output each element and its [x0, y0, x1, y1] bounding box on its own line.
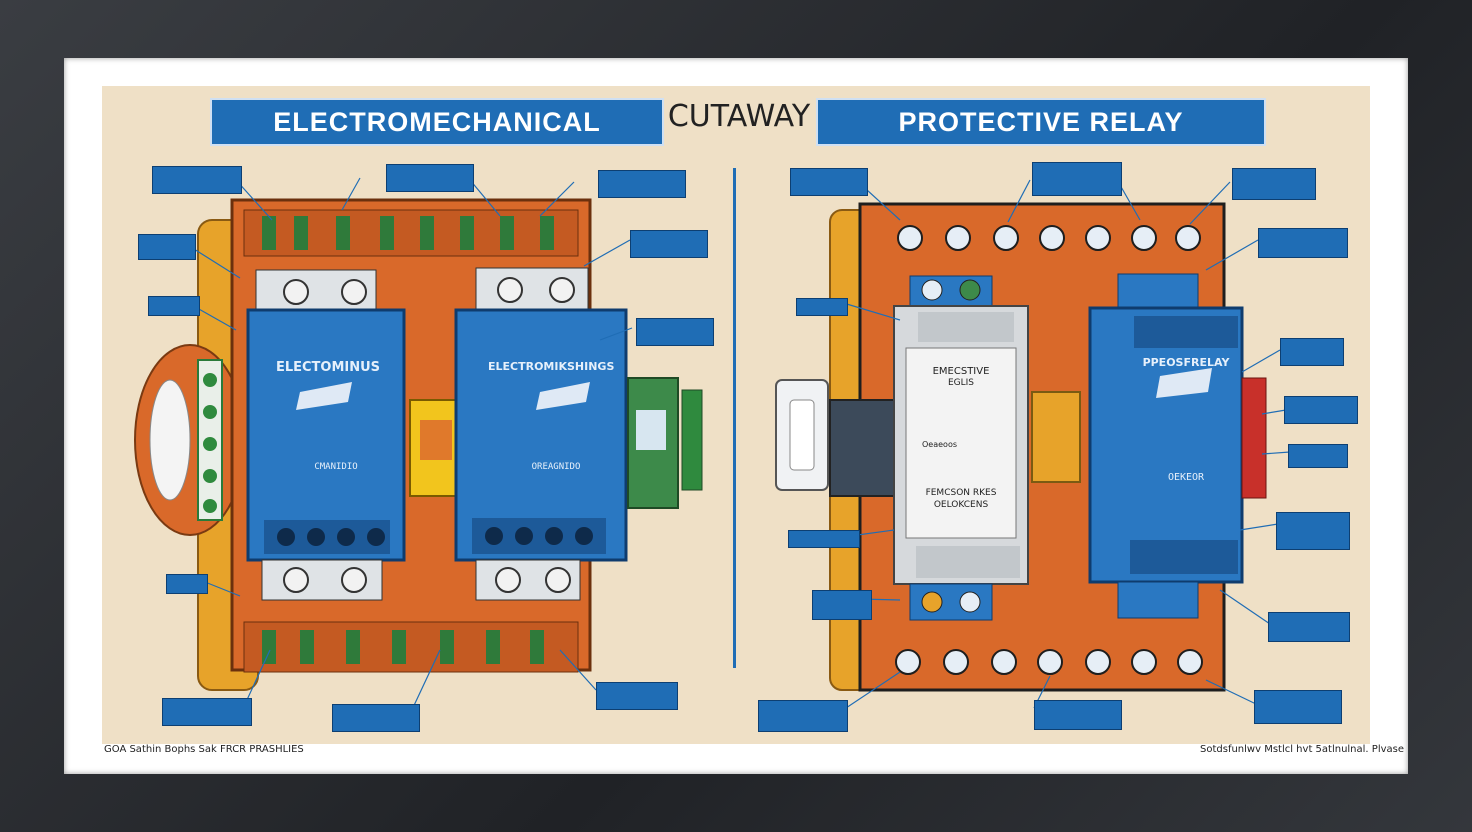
callout-box	[1034, 700, 1122, 730]
callout-box	[1288, 444, 1348, 468]
callout-box	[812, 590, 872, 620]
callout-box	[796, 298, 848, 316]
callout-box	[1284, 396, 1358, 424]
callout-box	[386, 164, 474, 192]
callout-box	[1276, 512, 1350, 550]
callout-box	[598, 170, 686, 198]
blue-module-label: PPEOSFRELAY	[1142, 356, 1230, 369]
white-module-label-3: FEMCSON RKES	[925, 488, 997, 498]
callout-box	[148, 296, 200, 316]
callout-box	[790, 168, 868, 196]
callout-box	[152, 166, 242, 194]
right-banner-text: PROTECTIVE RELAY	[898, 106, 1184, 137]
left-assembly	[134, 198, 703, 691]
callout-box	[758, 700, 848, 732]
callout-box	[332, 704, 420, 732]
center-divider	[733, 168, 736, 668]
white-module-label-4: OELOKCENS	[933, 500, 989, 510]
module-a-code: CMANIDIO	[314, 462, 358, 472]
white-module-small: Oeaeoos	[922, 440, 957, 449]
right-banner: PROTECTIVE RELAY	[816, 98, 1266, 146]
callout-box	[788, 530, 860, 548]
footer-left-text: GOA Sathin Bophs Sak FRCR PRASHLIES	[104, 744, 304, 755]
module-b-label: ELECTROMIKSHINGS	[488, 360, 615, 373]
module-b-code: OREAGNIDO	[531, 462, 581, 472]
callout-box	[166, 574, 208, 594]
white-module-label-1: EMECSTIVE	[932, 366, 990, 377]
callout-box	[1268, 612, 1350, 642]
callout-box	[1258, 228, 1348, 258]
center-title: CUTAWAY	[667, 98, 811, 134]
callout-box	[1232, 168, 1316, 200]
blue-module-code: OEKEOR	[1167, 472, 1205, 483]
left-banner-text: ELECTROMECHANICAL	[273, 106, 601, 137]
white-module-label-2: EGLIS	[947, 378, 975, 388]
callout-box	[1280, 338, 1344, 366]
right-assembly	[775, 202, 1267, 692]
callout-box	[630, 230, 708, 258]
callout-box	[162, 698, 252, 726]
left-banner: ELECTROMECHANICAL	[210, 98, 664, 146]
callout-box	[1254, 690, 1342, 724]
callout-box	[596, 682, 678, 710]
module-a-label: ELECTOMINUS	[275, 360, 381, 375]
callout-box	[636, 318, 714, 346]
callout-box	[138, 234, 196, 260]
callout-box	[1032, 162, 1122, 196]
footer-right-text: Sotdsfunlwv Mstlcl hvt 5atlnulnal. Plvas…	[1200, 744, 1405, 755]
